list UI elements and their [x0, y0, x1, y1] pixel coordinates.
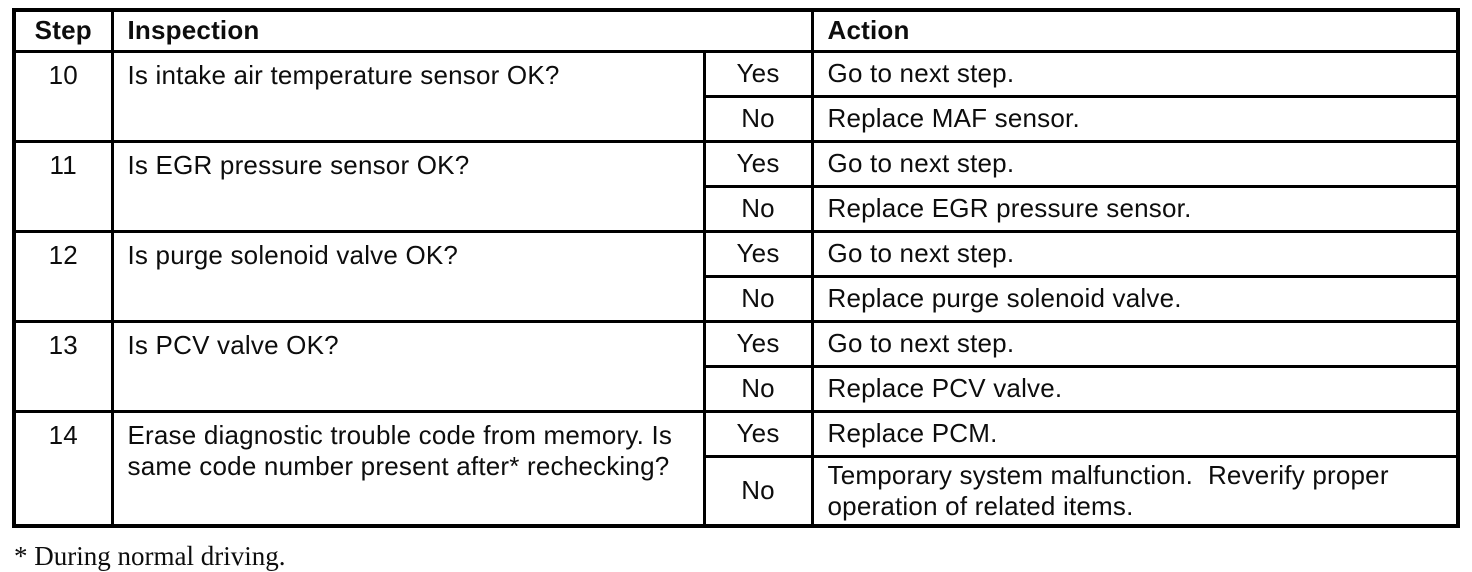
- table-row: 12 Is purge solenoid valve OK? Yes Go to…: [12, 229, 1460, 323]
- step-number-cell: 11: [12, 139, 114, 233]
- step-number-cell: 10: [12, 49, 114, 143]
- inspection-cell: Is EGR pressure sensor OK?: [110, 139, 706, 233]
- step-number-cell: 13: [12, 319, 114, 413]
- action-cell: Replace MAF sensor.: [810, 94, 1460, 143]
- footnote: * During normal driving.: [14, 541, 286, 571]
- step-number-cell: 14: [12, 409, 114, 528]
- table-row: No Replace EGR pressure sensor.: [14, 184, 1460, 233]
- answer-yes-cell: Yes: [702, 229, 814, 278]
- table-row: 13 Is PCV valve OK? Yes Go to next step.: [12, 319, 1460, 413]
- table-row: No Replace MAF sensor.: [14, 94, 1460, 143]
- inspection-cell: Is intake air temperature sensor OK?: [110, 49, 706, 143]
- answer-yes-cell: Yes: [702, 139, 814, 188]
- action-cell: Go to next step.: [810, 139, 1460, 188]
- answer-no-cell: No: [702, 94, 814, 143]
- action-cell: Replace PCM.: [810, 409, 1460, 458]
- table-row: No Replace purge solenoid valve.: [14, 274, 1460, 323]
- inspection-cell: Is purge solenoid valve OK?: [110, 229, 706, 323]
- action-cell: Go to next step.: [810, 319, 1460, 368]
- step-number-cell: 12: [12, 229, 114, 323]
- table-row: 11 Is EGR pressure sensor OK? Yes Go to …: [12, 139, 1460, 233]
- inspection-cell: Erase diagnostic trouble code from memor…: [110, 409, 706, 528]
- table-row: 10 Is intake air temperature sensor OK? …: [12, 49, 1460, 143]
- answer-no-cell: No: [702, 184, 814, 233]
- diagnostic-table: Step Inspection Action 10 Is intake air …: [12, 8, 1461, 528]
- answer-yes-cell: Yes: [702, 319, 814, 368]
- header-action: Action: [810, 8, 1460, 53]
- answer-yes-cell: Yes: [702, 49, 814, 98]
- header-inspection: Inspection: [110, 8, 814, 53]
- action-cell: Replace purge solenoid valve.: [810, 274, 1460, 323]
- action-cell: Go to next step.: [810, 229, 1460, 278]
- answer-yes-cell: Yes: [702, 409, 814, 458]
- answer-no-cell: No: [702, 274, 814, 323]
- action-cell: Replace EGR pressure sensor.: [810, 184, 1460, 233]
- answer-no-cell: No: [702, 454, 814, 528]
- table-row: No Temporary system malfunction. Reverif…: [14, 454, 1460, 528]
- table-row: 14 Erase diagnostic trouble code from me…: [12, 409, 1460, 528]
- action-cell: Replace PCV valve.: [810, 364, 1460, 413]
- table-header: Step Inspection Action: [12, 8, 1460, 53]
- header-step: Step: [12, 8, 114, 53]
- action-cell: Go to next step.: [810, 49, 1460, 98]
- inspection-cell: Is PCV valve OK?: [110, 319, 706, 413]
- table-row: No Replace PCV valve.: [14, 364, 1460, 413]
- table-body: 10 Is intake air temperature sensor OK? …: [12, 49, 1460, 528]
- action-cell: Temporary system malfunction. Reverify p…: [810, 454, 1460, 528]
- header-row: Step Inspection Action: [12, 8, 1460, 53]
- answer-no-cell: No: [702, 364, 814, 413]
